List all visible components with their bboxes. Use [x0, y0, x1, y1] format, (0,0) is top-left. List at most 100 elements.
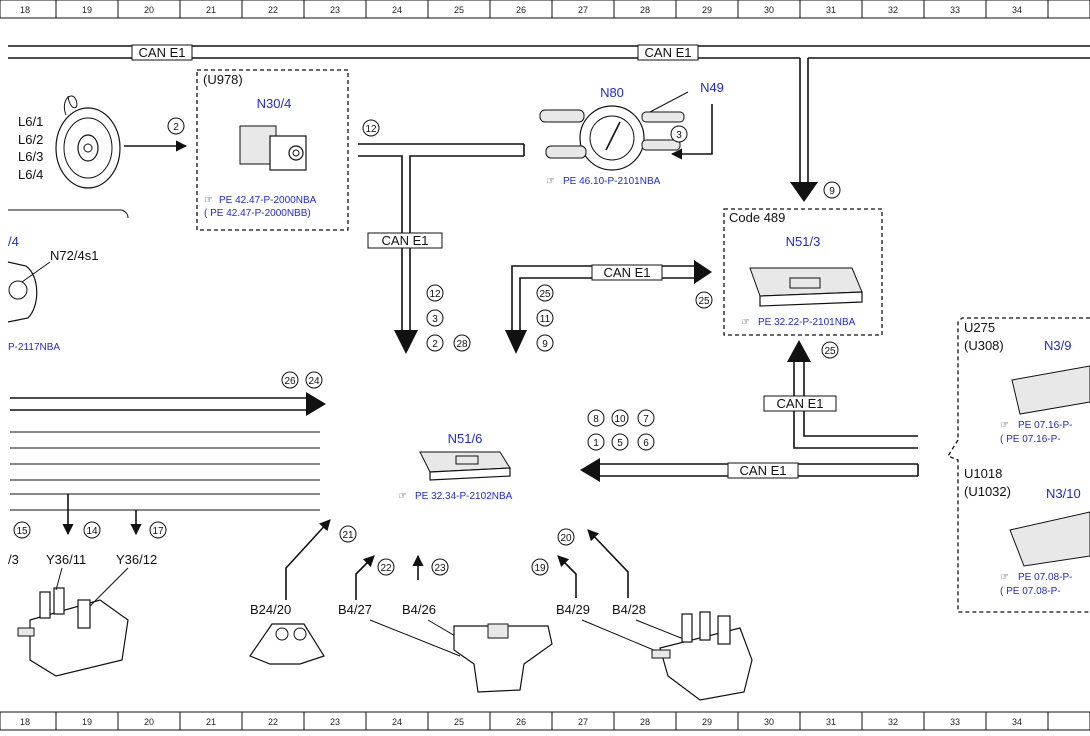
ruler-number: 22 — [268, 717, 278, 727]
ruler-number: 33 — [950, 5, 960, 15]
module-n3-9: U275 (U308) N3/9 ☞ PE 07.16-P- ( PE 07.1… — [957, 317, 1090, 445]
n3-9-group1: U275 — [964, 320, 995, 335]
n30-4-name: N30/4 — [257, 96, 292, 111]
arrow-to-n51-3: 9 — [790, 58, 841, 202]
callout-14: 14 — [86, 526, 98, 537]
callout-26: 26 — [284, 376, 296, 387]
ruler-number: 30 — [764, 5, 774, 15]
b4-26-label: B4/26 — [402, 602, 436, 617]
ruler-number: 23 — [330, 5, 340, 15]
callout-1: 1 — [593, 438, 599, 449]
ruler-number: 32 — [888, 717, 898, 727]
n3-9-ref1: PE 07.16-P- — [1018, 420, 1072, 431]
callout-17: 17 — [152, 526, 164, 537]
callout-3: 3 — [676, 130, 682, 141]
callout-25c: 25 — [824, 346, 836, 357]
ruler-number: 34 — [1012, 717, 1022, 727]
book-icon: ☞ — [1000, 572, 1009, 583]
can-label-n51-6: CAN E1 — [740, 463, 787, 478]
module-n30-4: (U978) N30/4 ☞ PE 42.47-P-2000NBA ( PE 4… — [196, 69, 349, 231]
callout-2: 2 — [173, 122, 179, 133]
module-n3-10: U1018 (U1032) N3/10 ☞ PE 07.08-P- ( PE 0… — [947, 439, 1090, 613]
ruler-number: 27 — [578, 717, 588, 727]
sensor-b4-26: 23 B4/26 — [402, 554, 553, 693]
callout-25b: 25 — [698, 296, 710, 307]
b4-27-label: B4/27 — [338, 602, 372, 617]
wheel-label-4: L6/4 — [18, 167, 43, 182]
callout-12b: 12 — [429, 289, 441, 300]
ruler-number: 33 — [950, 717, 960, 727]
sensor-b24-20: 21 B24/20 — [249, 519, 357, 665]
b4-29-label: B4/29 — [556, 602, 590, 617]
wheel-label-2: L6/2 — [18, 132, 43, 147]
n3-9-ref2: ( PE 07.16-P- — [1000, 434, 1061, 445]
n30-4-ref2: ( PE 42.47-P-2000NBB) — [204, 208, 311, 219]
n80-name: N80 — [600, 85, 624, 100]
ruler-number: 26 — [516, 5, 526, 15]
callout-15: 15 — [16, 526, 28, 537]
ruler-number: 23 — [330, 717, 340, 727]
ruler-number: 21 — [206, 717, 216, 727]
callout-22: 22 — [380, 563, 392, 574]
module-n72-4s1: /4 N72/4s1 P-2117NBA — [7, 209, 129, 353]
n80-ref: PE 46.10-P-2101NBA — [563, 176, 661, 187]
book-icon: ☞ — [398, 491, 407, 502]
ruler-number: 32 — [888, 5, 898, 15]
ruler-number: 30 — [764, 717, 774, 727]
wheel-label-3: L6/3 — [18, 149, 43, 164]
n51-3-group: Code 489 — [729, 210, 785, 225]
n3-10-ref1: PE 07.08-P- — [1018, 572, 1072, 583]
ruler-number: 31 — [826, 717, 836, 727]
can-label-n51-3-bottom: CAN E1 — [777, 396, 824, 411]
callout-24: 24 — [308, 376, 320, 387]
ruler-number: 29 — [702, 717, 712, 727]
book-icon: ☞ — [546, 176, 555, 187]
module-n51-3: Code 489 N51/3 ☞ PE 32.22-P-2101NBA — [723, 208, 883, 336]
valve-y36-12: Y36/12 — [116, 552, 157, 567]
ruler-number: 34 — [1012, 5, 1022, 15]
ruler-number: 26 — [516, 717, 526, 727]
n51-6-ref: PE 32.34-P-2102NBA — [415, 491, 513, 502]
n3-10-name: N3/10 — [1046, 486, 1081, 501]
n3-10-ref2: ( PE 07.08-P- — [1000, 586, 1061, 597]
can-label-n51-3: CAN E1 — [604, 265, 651, 280]
can-label-top-right: CAN E1 — [645, 45, 692, 60]
ruler-number: 18 — [20, 717, 30, 727]
ruler-number: 27 — [578, 5, 588, 15]
n30-4-group: (U978) — [203, 72, 243, 87]
ruler-number: 24 — [392, 717, 402, 727]
callout-19: 19 — [534, 563, 546, 574]
n49-name: N49 — [700, 80, 724, 95]
can-bus-t-junction: CAN E1 12 12 3 2 28 — [358, 119, 525, 354]
book-icon: ☞ — [741, 317, 750, 328]
ruler-number: 20 — [144, 717, 154, 727]
callout-28: 28 — [456, 339, 468, 350]
ruler-number: 20 — [144, 5, 154, 15]
n72-4-partial: /4 — [8, 234, 19, 249]
callout-25a: 25 — [539, 289, 551, 300]
n3-10-group2: (U1032) — [964, 484, 1011, 499]
n51-3-ref: PE 32.22-P-2101NBA — [758, 317, 856, 328]
ruler-number: 28 — [640, 5, 650, 15]
can-label-top-left: CAN E1 — [139, 45, 186, 60]
ruler-number: 18 — [20, 5, 30, 15]
module-n80: N80 N49 3 ☞ PE 46.10-P-2101NBA — [539, 80, 724, 187]
sensor-b4-29: 19 B4/29 — [531, 555, 669, 657]
callout-8: 8 — [593, 414, 599, 425]
can-bus-n51-3-left: CAN E1 25 11 9 25 — [505, 260, 713, 354]
valve-y36-partial: /3 — [8, 552, 19, 567]
n51-6-name: N51/6 — [448, 431, 483, 446]
n3-10-group1: U1018 — [964, 466, 1002, 481]
callout-2b: 2 — [432, 339, 438, 350]
sensor-b4-28: 20 B4/28 — [557, 528, 753, 701]
sensor-b4-27: 22 B4/27 — [338, 555, 461, 657]
wheel-label-1: L6/1 — [18, 114, 43, 129]
ruler-number: 25 — [454, 5, 464, 15]
book-icon: ☞ — [1000, 420, 1009, 431]
book-icon: ☞ — [204, 195, 213, 206]
ruler-number: 22 — [268, 5, 278, 15]
can-label-middle: CAN E1 — [382, 233, 429, 248]
callout-10: 10 — [614, 414, 626, 425]
